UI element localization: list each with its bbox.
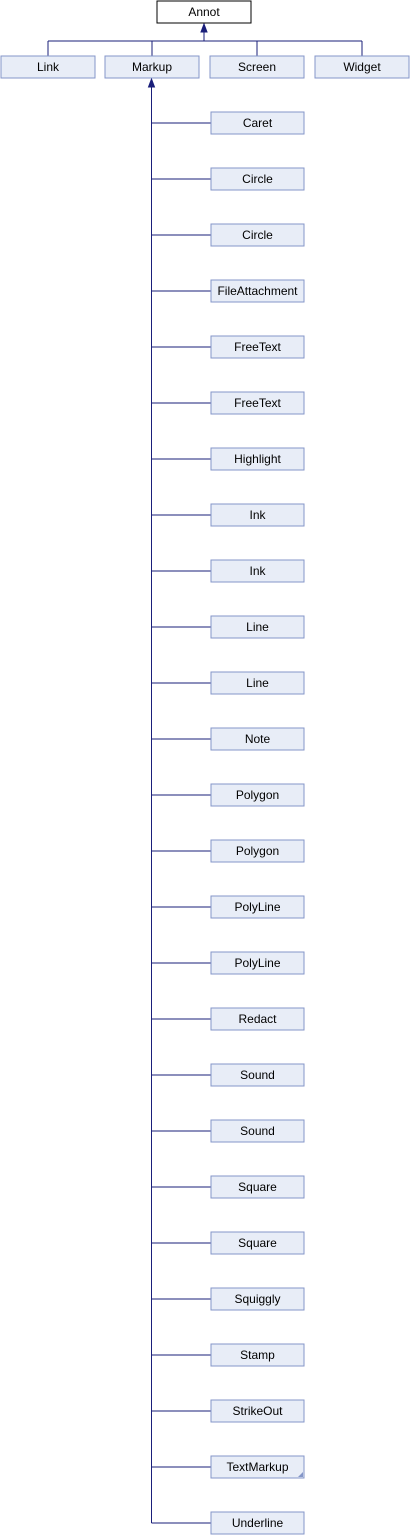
node-strikeout[interactable]: StrikeOut: [210, 1399, 305, 1423]
node-circle-label: Circle: [242, 172, 273, 186]
node-sound[interactable]: Sound: [210, 1063, 305, 1087]
node-polygon-box: [210, 783, 305, 807]
node-ink[interactable]: Ink: [210, 559, 305, 583]
node-square-box: [210, 1175, 305, 1199]
node-sound[interactable]: Sound: [210, 1119, 305, 1143]
node-ink-box: [210, 503, 305, 527]
node-markup-box: [104, 55, 200, 79]
node-square-label: Square: [238, 1236, 277, 1250]
node-square[interactable]: Square: [210, 1175, 305, 1199]
node-sound-label: Sound: [240, 1124, 275, 1138]
node-highlight[interactable]: Highlight: [210, 447, 305, 471]
arrowhead-markup: [147, 77, 156, 88]
node-textmarkup-box: [210, 1455, 305, 1479]
node-note-label: Note: [245, 732, 271, 746]
node-freetext[interactable]: FreeText: [210, 391, 305, 415]
node-sound-box: [210, 1063, 305, 1087]
node-fileattachment-label: FileAttachment: [217, 284, 298, 298]
node-caret-label: Caret: [243, 116, 273, 130]
node-circle[interactable]: Circle: [210, 167, 305, 191]
node-polyline-label: PolyLine: [234, 956, 280, 970]
node-polygon[interactable]: Polygon: [210, 783, 305, 807]
node-polyline-box: [210, 951, 305, 975]
node-square-box: [210, 1231, 305, 1255]
node-underline[interactable]: Underline: [210, 1511, 305, 1535]
node-redact-box: [210, 1007, 305, 1031]
node-circle-box: [210, 167, 305, 191]
node-caret[interactable]: Caret: [210, 111, 305, 135]
node-note[interactable]: Note: [210, 727, 305, 751]
node-circle-label: Circle: [242, 228, 273, 242]
node-circle[interactable]: Circle: [210, 223, 305, 247]
node-line-box: [210, 615, 305, 639]
node-square-label: Square: [238, 1180, 277, 1194]
node-annot-label: Annot: [188, 5, 220, 19]
node-freetext-label: FreeText: [234, 340, 281, 354]
node-polygon-box: [210, 839, 305, 863]
node-underline-box: [210, 1511, 305, 1535]
node-screen[interactable]: Screen: [209, 55, 305, 79]
node-circle-box: [210, 223, 305, 247]
node-polyline[interactable]: PolyLine: [210, 951, 305, 975]
node-textmarkup[interactable]: TextMarkup: [210, 1455, 305, 1479]
node-widget-label: Widget: [343, 60, 381, 74]
node-highlight-box: [210, 447, 305, 471]
node-note-box: [210, 727, 305, 751]
edges: [47, 22, 363, 1524]
node-sound-box: [210, 1119, 305, 1143]
node-annot[interactable]: Annot: [156, 0, 252, 24]
node-annot-box: [156, 0, 252, 24]
node-widget[interactable]: Widget: [314, 55, 410, 79]
node-ink-box: [210, 559, 305, 583]
node-freetext-label: FreeText: [234, 396, 281, 410]
node-link-box: [0, 55, 96, 79]
arrowhead-root: [200, 22, 208, 33]
node-stamp[interactable]: Stamp: [210, 1343, 305, 1367]
node-underline-label: Underline: [232, 1516, 284, 1530]
node-square[interactable]: Square: [210, 1231, 305, 1255]
node-screen-box: [209, 55, 305, 79]
node-strikeout-label: StrikeOut: [232, 1404, 283, 1418]
node-line[interactable]: Line: [210, 615, 305, 639]
node-line[interactable]: Line: [210, 671, 305, 695]
node-caret-box: [210, 111, 305, 135]
node-textmarkup-label: TextMarkup: [226, 1460, 288, 1474]
node-polygon-label: Polygon: [236, 788, 279, 802]
node-freetext[interactable]: FreeText: [210, 335, 305, 359]
collapsed-children-marker: [298, 1472, 303, 1477]
node-ink-label: Ink: [249, 508, 266, 522]
node-polyline-label: PolyLine: [234, 900, 280, 914]
node-ink-label: Ink: [249, 564, 266, 578]
node-widget-box: [314, 55, 410, 79]
node-polyline-box: [210, 895, 305, 919]
node-line-box: [210, 671, 305, 695]
node-squiggly[interactable]: Squiggly: [210, 1287, 305, 1311]
node-strikeout-box: [210, 1399, 305, 1423]
node-squiggly-box: [210, 1287, 305, 1311]
node-link[interactable]: Link: [0, 55, 96, 79]
node-screen-label: Screen: [238, 60, 276, 74]
node-polygon[interactable]: Polygon: [210, 839, 305, 863]
node-link-label: Link: [37, 60, 60, 74]
node-markup-label: Markup: [132, 60, 172, 74]
node-highlight-label: Highlight: [234, 452, 281, 466]
node-sound-label: Sound: [240, 1068, 275, 1082]
node-squiggly-label: Squiggly: [234, 1292, 280, 1306]
node-markup[interactable]: Markup: [104, 55, 200, 79]
node-redact-label: Redact: [238, 1012, 277, 1026]
node-freetext-box: [210, 391, 305, 415]
node-line-label: Line: [246, 676, 269, 690]
node-freetext-box: [210, 335, 305, 359]
node-fileattachment-box: [210, 279, 305, 303]
node-stamp-box: [210, 1343, 305, 1367]
node-stamp-label: Stamp: [240, 1348, 275, 1362]
node-ink[interactable]: Ink: [210, 503, 305, 527]
node-line-label: Line: [246, 620, 269, 634]
node-fileattachment[interactable]: FileAttachment: [210, 279, 305, 303]
node-redact[interactable]: Redact: [210, 1007, 305, 1031]
node-polygon-label: Polygon: [236, 844, 279, 858]
node-polyline[interactable]: PolyLine: [210, 895, 305, 919]
